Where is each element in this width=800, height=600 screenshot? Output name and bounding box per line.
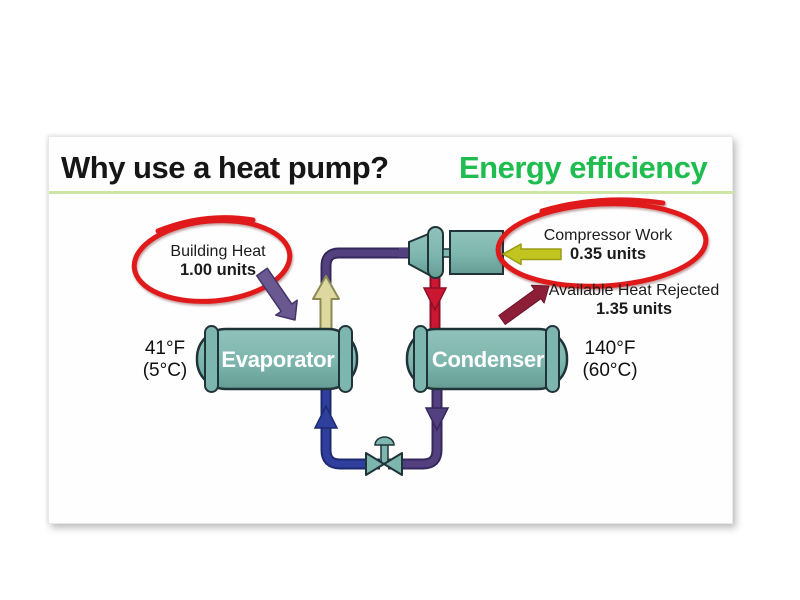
flow-arrow-down-loop-icon [424, 407, 450, 432]
condenser-temp-c: (60°C) [582, 360, 638, 381]
condenser-label: Condenser [432, 347, 545, 372]
available-heat-label: Available Heat Rejected 1.35 units [524, 281, 744, 319]
building-heat-circle [131, 215, 293, 304]
building-heat-value: 1.00 units [179, 261, 257, 279]
available-heat-title: Available Heat Rejected [548, 282, 720, 299]
available-heat-value: 1.35 units [595, 300, 673, 318]
compressor-work-title: Compressor Work [543, 227, 673, 244]
slide-title: Why use a heat pump? [61, 150, 389, 185]
condenser-temperature: 140°F (60°C) [572, 338, 648, 382]
condenser-temp-f: 140°F [584, 338, 636, 359]
flow-arrow-up-icon [313, 404, 339, 429]
building-heat-title: Building Heat [170, 243, 266, 260]
slide-subtitle: Energy efficiency [459, 150, 708, 185]
evaporator-temperature: 41°F (5°C) [130, 338, 200, 382]
compressor-inlet-stub [399, 248, 410, 257]
compressor-work-circle [495, 197, 709, 289]
condenser-tank: Condenser [405, 325, 569, 393]
expansion-valve [365, 436, 403, 476]
pipe-evaporator-to-valve [320, 376, 380, 470]
compressor-capsule [427, 226, 444, 279]
compressor-work-label: Compressor Work 0.35 units [508, 226, 708, 264]
vapor-rise-arrow-icon [312, 275, 340, 333]
evaporator-tank: Evaporator [195, 325, 359, 393]
evaporator-label: Evaporator [221, 347, 335, 372]
compressor-work-arrow-icon [502, 243, 562, 266]
evaporator-temp-c: (5°C) [142, 360, 188, 381]
title-row: Why use a heat pump? Energy efficiency [49, 137, 734, 194]
compressor-motor [449, 230, 504, 275]
pipe-valve-to-condenser [388, 376, 443, 470]
heat-rejected-arrow-icon [498, 284, 550, 325]
circle-swoosh-icon [155, 215, 256, 234]
flow-arrow-down-hot-icon [422, 287, 448, 312]
evaporator-temp-f: 41°F [144, 338, 186, 359]
circle-swoosh-icon [539, 197, 666, 214]
heat-in-arrow-icon [255, 267, 298, 321]
compressor [399, 226, 504, 279]
title-underline [49, 191, 734, 194]
pipe-evaporator-to-compressor [320, 247, 409, 352]
compressor-work-value: 0.35 units [569, 245, 647, 263]
building-heat-label: Building Heat 1.00 units [133, 242, 303, 280]
